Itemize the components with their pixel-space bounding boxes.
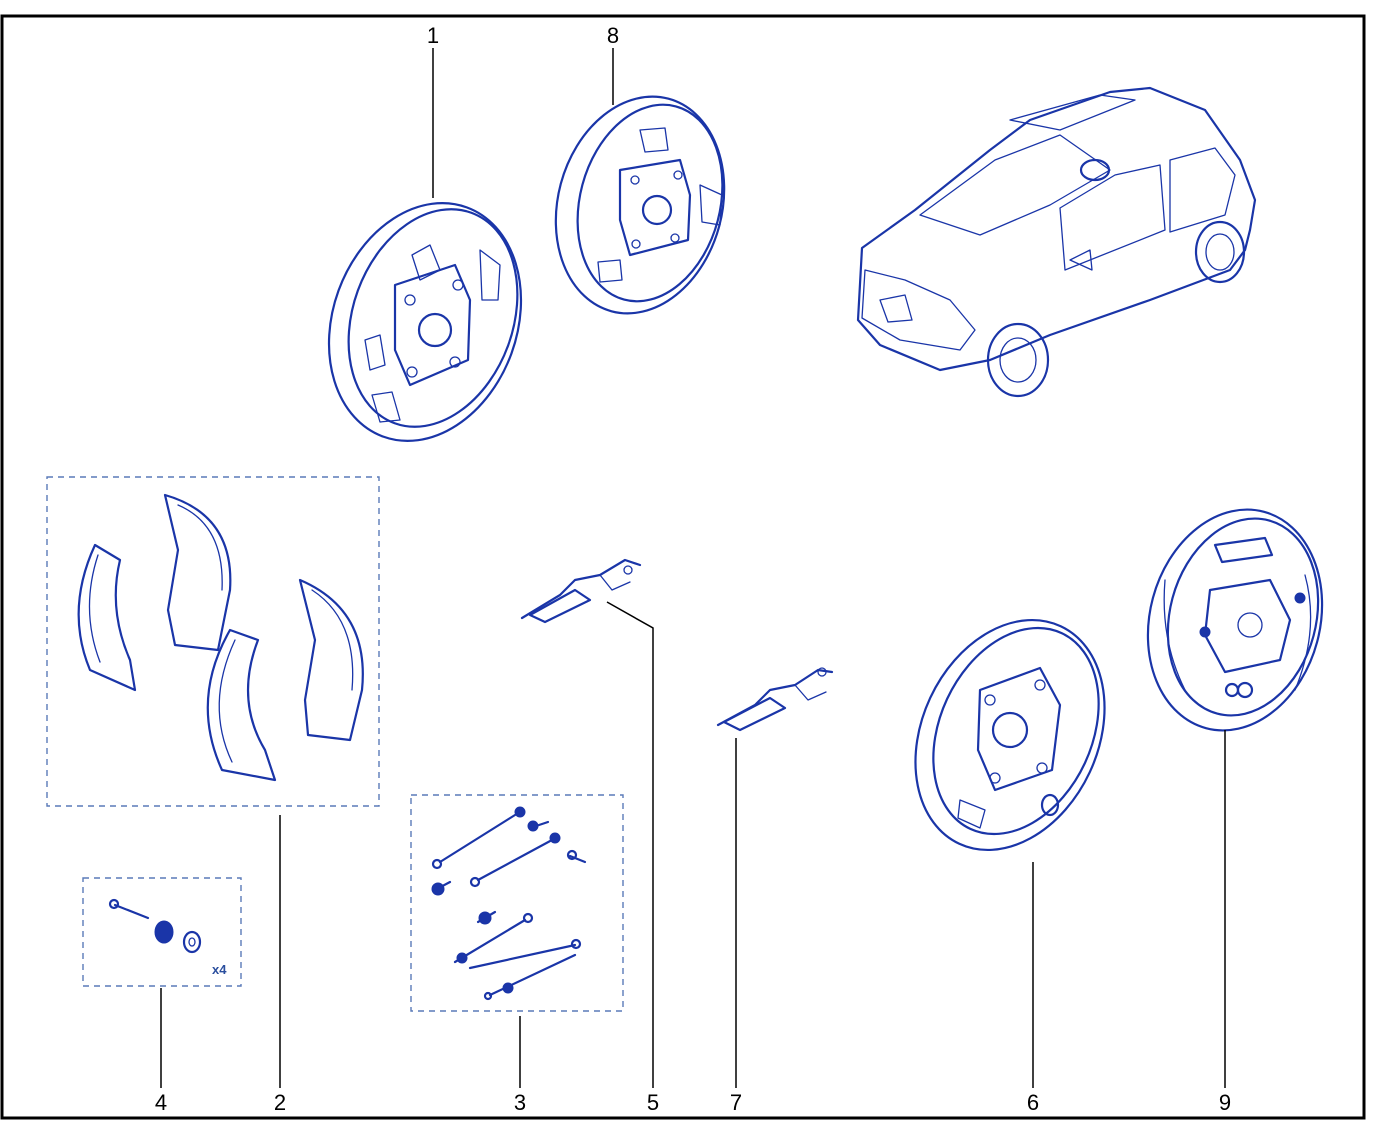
callout-3: 3 [514,1090,526,1115]
callout-6: 6 [1027,1090,1039,1115]
callout-1: 1 [427,23,439,48]
callout-8: 8 [607,23,619,48]
part-4-group-box [82,877,242,987]
callout-5: 5 [647,1090,659,1115]
part-9-brake-assembly[interactable] [1124,490,1346,750]
part-2-group-box [46,476,380,807]
part-6-brake-backing-plate[interactable] [880,589,1141,881]
leader-line-5 [606,601,654,1088]
part-8-brake-backing-plate[interactable] [532,78,747,333]
part-5-adjuster[interactable] [520,558,642,624]
part-7-adjuster[interactable] [716,667,834,732]
part-1-brake-backing-plate[interactable] [297,176,553,468]
part-3-spring-kit[interactable] [431,806,587,1001]
callout-4: 4 [155,1090,167,1115]
vehicle-illustration [856,86,1257,398]
part-2-brake-shoes[interactable] [77,493,364,782]
quantity-label: x4 [212,962,227,977]
part-4-hold-down-pin-kit[interactable] [108,898,202,954]
callout-9: 9 [1219,1090,1231,1115]
callout-2: 2 [274,1090,286,1115]
part-3-group-box [410,794,624,1012]
diagram-frame [0,14,1366,1120]
callout-7: 7 [730,1090,742,1115]
